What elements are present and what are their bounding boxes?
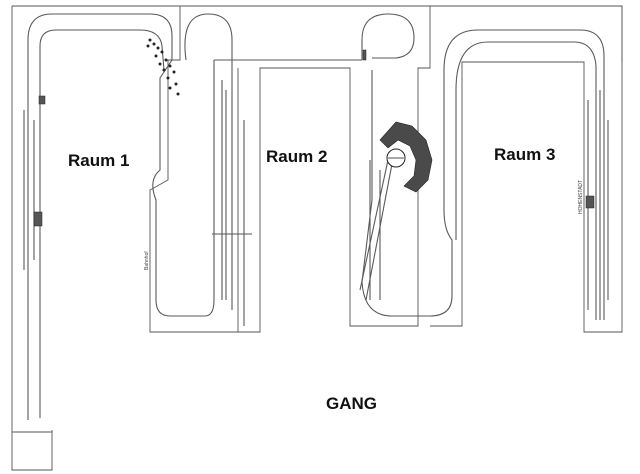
roundhouse-stalls	[379, 121, 433, 193]
room-label-raum2: Raum 2	[266, 147, 328, 166]
scenery-dots	[146, 38, 180, 96]
mid-spur-a	[361, 70, 373, 283]
room-walls	[11, 5, 623, 471]
mid-top-loop	[361, 13, 415, 60]
roundhouse	[379, 121, 433, 193]
outer-left-wall	[11, 6, 53, 471]
mid-spur-b	[359, 159, 389, 291]
raum2-top-loop	[184, 13, 233, 310]
raum1-building-a	[38, 95, 46, 105]
room-label-raum3: Raum 3	[494, 145, 556, 164]
raum1-building-b	[33, 211, 43, 227]
room-label-raum1: Raum 1	[68, 151, 130, 170]
structures	[33, 49, 595, 227]
tracks	[23, 13, 609, 420]
raum1-track-loop	[27, 13, 215, 420]
lower-connection	[361, 29, 605, 320]
mid-signal	[362, 49, 367, 61]
room-label-gang: GANG	[326, 394, 377, 413]
raum1-wall	[12, 5, 623, 333]
raum3-inner	[455, 41, 597, 320]
raum1-track-inner	[39, 29, 165, 418]
raum3-building	[585, 195, 595, 209]
raum1-side-label: Bahnhof	[144, 251, 150, 270]
raum3-station-label: HOHENSTADT	[578, 179, 584, 214]
